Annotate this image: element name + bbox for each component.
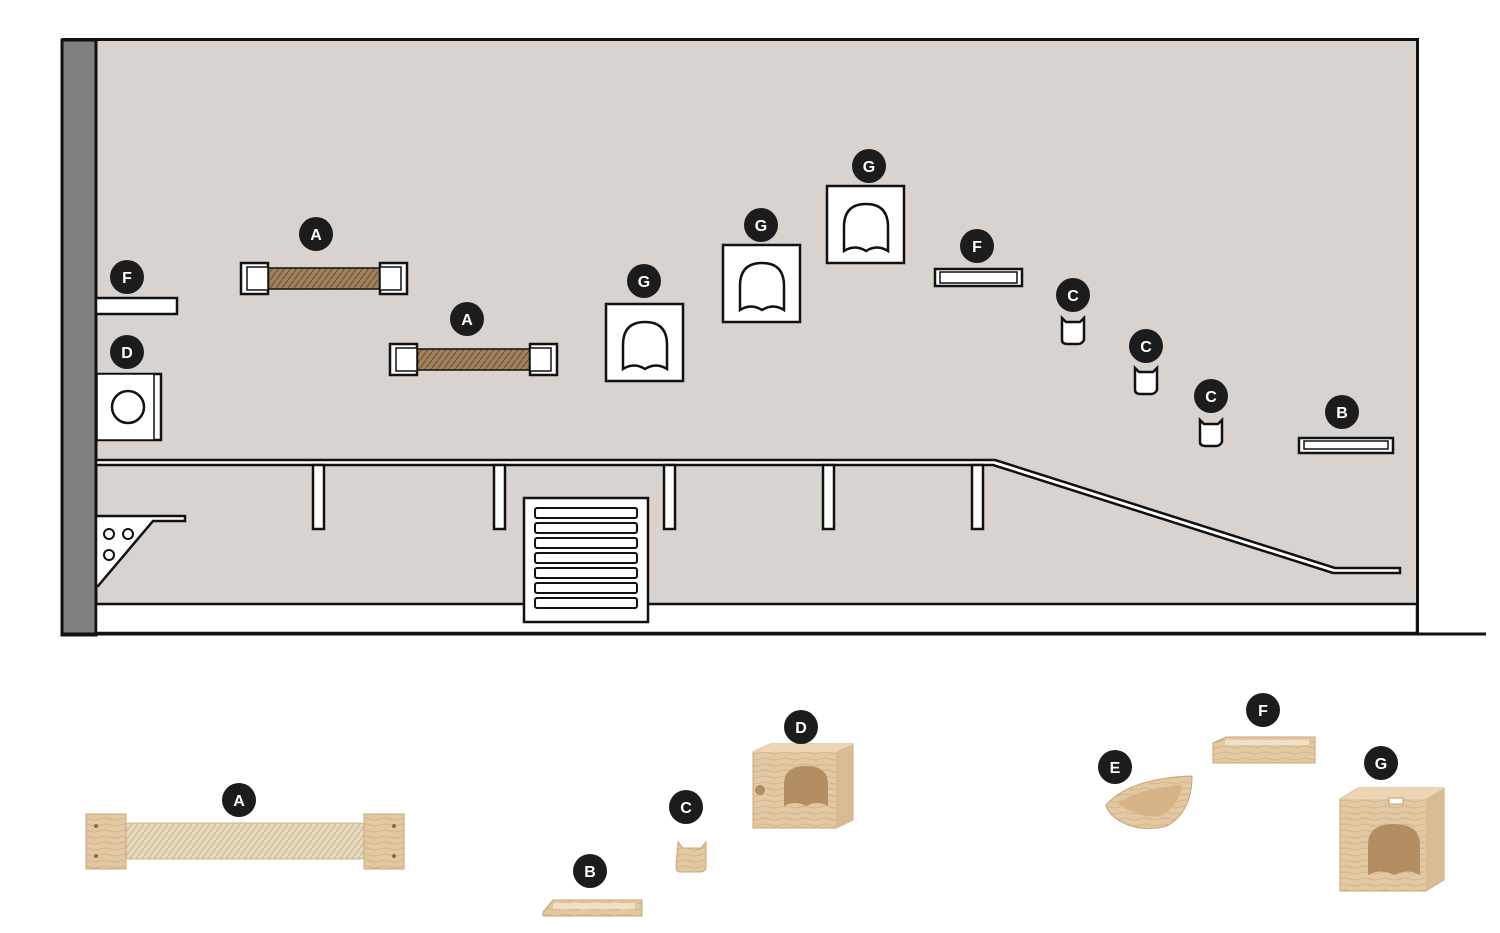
svg-text:F: F: [122, 270, 132, 287]
label-badge: C: [1194, 379, 1228, 413]
rail-post: [821, 463, 836, 531]
label-badge: A: [450, 302, 484, 336]
svg-text:A: A: [461, 312, 473, 329]
label-badge: F: [110, 260, 144, 294]
svg-text:C: C: [1067, 288, 1079, 305]
cube-g-wall-2: [721, 243, 802, 324]
corner-bracket: [94, 514, 187, 588]
product-b-shelf: [542, 899, 643, 917]
wall-elevation: F D A A G G G F C C C B: [60, 38, 1486, 637]
handrail: [94, 458, 1402, 575]
label-badge: G: [1364, 746, 1398, 780]
label-badge: F: [1246, 693, 1280, 727]
product-e-bed: [1105, 775, 1193, 830]
cube-g-wall-3: [825, 184, 906, 265]
shelf-f-left: [94, 296, 179, 316]
label-badge: F: [960, 229, 994, 263]
shelf-b-wall: [1297, 436, 1395, 455]
label-badge: E: [1098, 750, 1132, 784]
shelf-f-right: [933, 267, 1024, 288]
svg-text:F: F: [972, 239, 982, 256]
svg-text:G: G: [755, 218, 767, 235]
svg-text:C: C: [1205, 389, 1217, 406]
svg-text:C: C: [680, 800, 692, 817]
label-badge: G: [852, 149, 886, 183]
left-side-wall: [60, 38, 98, 637]
label-badge: G: [744, 208, 778, 242]
label-badge: C: [1056, 278, 1090, 312]
product-d-cube: [752, 743, 854, 829]
label-badge: B: [573, 854, 607, 888]
svg-text:F: F: [1258, 703, 1268, 720]
product-g-cube: [1339, 787, 1445, 892]
label-badge: A: [299, 217, 333, 251]
cube-d-wall: [95, 372, 163, 442]
wall-top-line: [62, 38, 1419, 41]
product-lineup: A B C D E F G: [85, 693, 1445, 917]
product-a-sisal-bridge: [85, 813, 405, 870]
cube-g-wall-1: [604, 302, 685, 383]
svg-text:D: D: [121, 345, 133, 362]
svg-text:B: B: [584, 864, 596, 881]
rail-post: [970, 463, 985, 531]
svg-text:G: G: [638, 274, 650, 291]
sisal-bridge-a-upper: [239, 261, 409, 296]
svg-text:A: A: [310, 227, 322, 244]
product-f-shelf: [1212, 736, 1316, 764]
svg-text:G: G: [1375, 756, 1387, 773]
svg-text:E: E: [1110, 760, 1121, 777]
rail-post: [662, 463, 677, 531]
svg-text:D: D: [795, 720, 807, 737]
label-badge: B: [1325, 395, 1359, 429]
step-c-wall-2: [1133, 364, 1159, 396]
label-badge: A: [222, 783, 256, 817]
step-c-wall-1: [1060, 314, 1086, 346]
label-badge: C: [1129, 329, 1163, 363]
svg-text:B: B: [1336, 405, 1348, 422]
step-c-wall-3: [1198, 416, 1224, 448]
svg-text:C: C: [1140, 339, 1152, 356]
label-badge: D: [110, 335, 144, 369]
rail-post: [492, 463, 507, 531]
label-badge: C: [669, 790, 703, 824]
product-c-step: [675, 840, 707, 873]
svg-text:A: A: [233, 793, 245, 810]
sisal-bridge-a-lower: [388, 342, 559, 377]
baseboard: [94, 602, 1419, 635]
wall-right-line: [1416, 38, 1419, 634]
label-badge: D: [784, 710, 818, 744]
rail-post: [311, 463, 326, 531]
svg-text:G: G: [863, 159, 875, 176]
label-badge: G: [627, 264, 661, 298]
floor-vent: [522, 496, 650, 624]
